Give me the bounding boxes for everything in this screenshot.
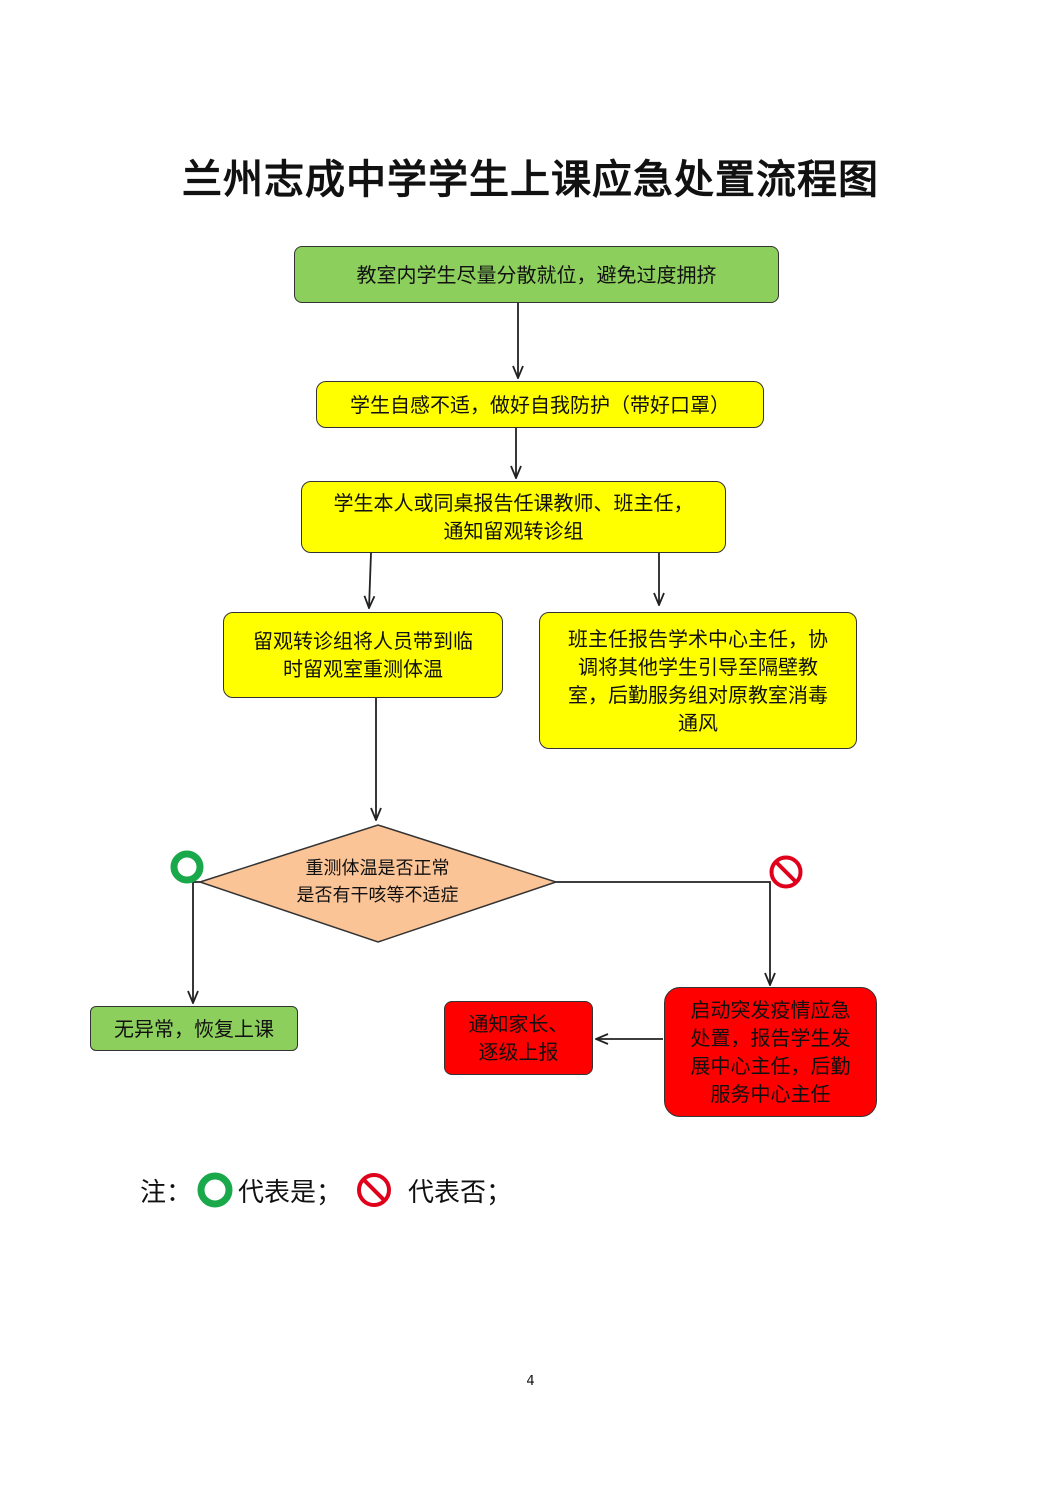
legend-yes-icon (197, 1172, 233, 1208)
legend-no-icon (357, 1173, 392, 1207)
step-relocate-and-disinfect: 班主任报告学术中心主任，协 调将其他学生引导至隔壁教 室，后勤服务组对原教室消毒… (539, 612, 857, 749)
step-report-teacher: 学生本人或同桌报告任课教师、班主任， 通知留观转诊组 (301, 481, 726, 553)
step-emergency-response: 启动突发疫情应急 处置，报告学生发 展中心主任，后勤 服务中心主任 (664, 987, 877, 1117)
arrow-step3-to-left (369, 552, 371, 608)
step-notify-parents: 通知家长、 逐级上报 (444, 1001, 593, 1075)
page-number: 4 (526, 1374, 535, 1389)
no-icon (769, 855, 803, 889)
step-self-protection: 学生自感不适，做好自我防护（带好口罩） (316, 381, 764, 428)
outcome-resume-class: 无异常，恢复上课 (90, 1006, 298, 1051)
step-remeasure-temperature: 留观转诊组将人员带到临 时留观室重测体温 (223, 612, 503, 698)
decision-question: 重测体温是否正常 是否有干咳等不适症 (296, 858, 459, 906)
page-title: 兰州志成中学学生上课应急处置流程图 (182, 156, 879, 203)
decision-diamond (197, 824, 559, 943)
yes-icon (170, 850, 204, 884)
legend-no-text: 代表否； (408, 1177, 513, 1208)
arrow-decision-no (555, 881, 770, 985)
step-distribute-seating: 教室内学生尽量分散就位，避免过度拥挤 (294, 246, 779, 303)
legend-prefix: 注： (140, 1177, 193, 1208)
arrow-decision-yes (193, 881, 200, 1003)
legend-yes-text: 代表是； (238, 1177, 343, 1208)
legend-note: 注： 代表是； 代表否； (140, 1168, 512, 1212)
